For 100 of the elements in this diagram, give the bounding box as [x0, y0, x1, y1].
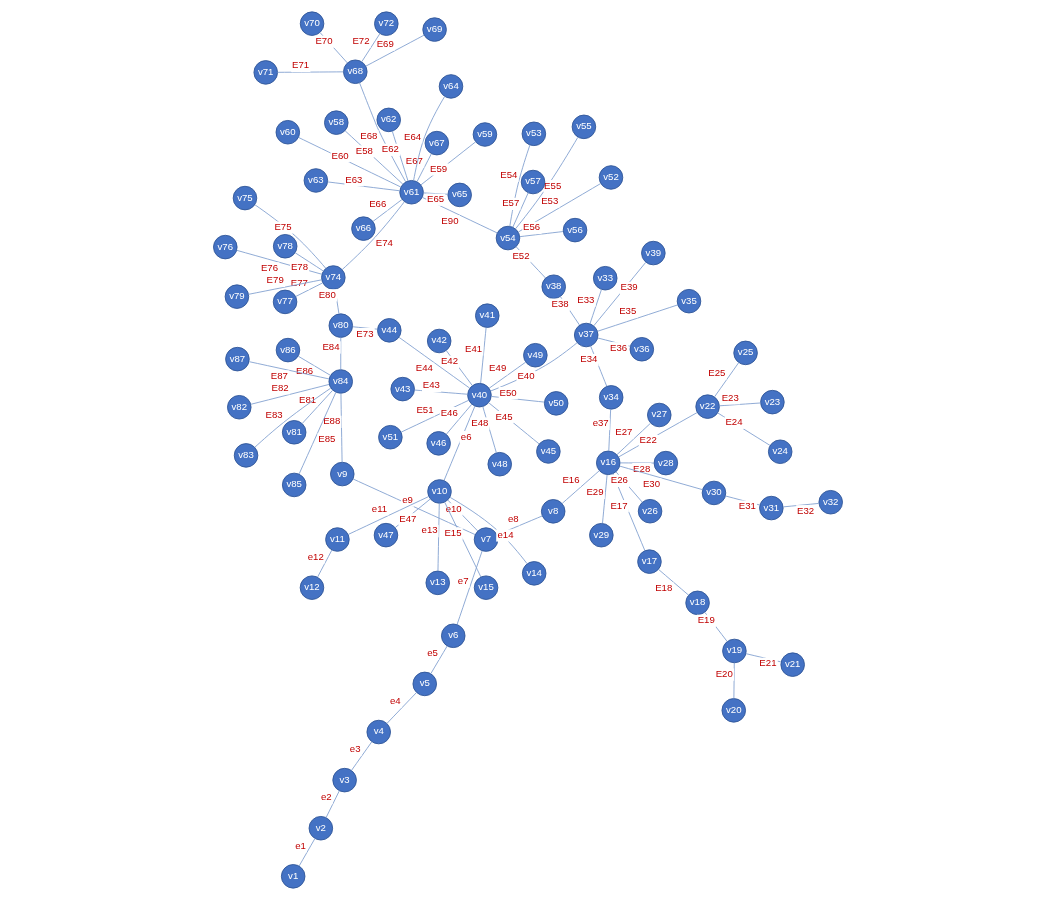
edge-label: E70 [315, 35, 333, 47]
edge-label: E84 [322, 340, 340, 352]
edge-label: E15 [444, 526, 462, 538]
edge-label: E59 [430, 162, 448, 174]
node-circle: v42 [426, 328, 452, 354]
edge-label: E47 [399, 512, 417, 524]
edge-label: e3 [349, 743, 361, 755]
edge-label: E50 [499, 386, 517, 398]
connector [515, 136, 579, 230]
node-circle: v26 [637, 499, 663, 524]
connector [351, 741, 373, 771]
node-circle: v44 [377, 318, 402, 343]
node-circle: v51 [378, 425, 403, 450]
edge-label: e14 [497, 528, 514, 540]
edge-label: E31 [738, 500, 756, 512]
node-circle: v81 [281, 420, 307, 445]
node-circle: v39 [641, 240, 666, 266]
node-circle: v59 [472, 122, 498, 147]
node-circle: v45 [536, 439, 561, 464]
node-circle: v87 [225, 346, 250, 372]
edge-label: E86 [296, 365, 314, 377]
connector [340, 393, 343, 463]
node-circle: v5 [412, 671, 437, 697]
node-circle: v65 [447, 182, 472, 208]
node-circle: v75 [232, 185, 258, 211]
connector [391, 130, 409, 182]
connector [340, 337, 342, 371]
edge-label: E53 [541, 195, 559, 207]
edge-label: E60 [331, 149, 349, 161]
node-circle: v11 [325, 527, 350, 552]
node-circle: v28 [653, 450, 679, 476]
connector [413, 96, 446, 181]
edge-label: E38 [551, 298, 569, 310]
edge-label: E20 [715, 668, 733, 680]
node-circle: v25 [733, 340, 758, 366]
edge-label: E55 [544, 179, 562, 191]
connector [519, 231, 564, 238]
node-circle: v72 [374, 11, 399, 36]
connector [619, 462, 655, 464]
connector [512, 192, 529, 228]
edge-label: e7 [457, 575, 469, 586]
edge-label: E85 [318, 432, 336, 444]
edge-label: E35 [619, 305, 637, 317]
node-circle: v7 [473, 527, 499, 552]
node-circle: v47 [373, 522, 399, 548]
node-circle: v22 [695, 394, 720, 419]
node-circle: v9 [330, 461, 355, 487]
edge-label: E57 [502, 197, 520, 209]
node-circle: v50 [543, 391, 569, 416]
edge-label: E78 [290, 261, 308, 273]
edge-label: E66 [369, 197, 387, 209]
node-circle: v34 [598, 385, 624, 410]
edge-label: e4 [389, 695, 401, 707]
node-circle: v60 [275, 120, 301, 145]
connector [480, 327, 487, 384]
connector [420, 141, 477, 186]
connector [372, 199, 403, 222]
edge-label: E74 [375, 236, 393, 248]
edge-label: E22 [639, 434, 657, 446]
connector [733, 662, 735, 699]
connector [719, 402, 762, 407]
edge-label: e10 [445, 502, 462, 514]
connector [341, 201, 405, 270]
node-circle: v64 [438, 74, 464, 99]
node-circle: v21 [780, 652, 805, 677]
node-circle: v77 [272, 289, 298, 315]
connector [254, 387, 332, 448]
edge-label: E65 [427, 193, 445, 205]
node-circle: v56 [562, 217, 588, 243]
node-circle: v8 [540, 499, 566, 524]
node-circle: v84 [328, 369, 353, 394]
edge-label: E77 [290, 277, 308, 289]
node-circle: v18 [685, 590, 710, 616]
edge-label: E30 [642, 477, 661, 489]
edge-label: E41 [465, 342, 483, 354]
node-circle: v37 [573, 322, 599, 348]
node-circle: v46 [426, 431, 451, 456]
connector [725, 495, 761, 506]
edge-label: e1 [295, 839, 306, 851]
edge-label: E73 [356, 327, 374, 339]
connector [597, 337, 631, 347]
connector [745, 653, 782, 663]
node-circle: v20 [721, 698, 746, 723]
connector [488, 402, 540, 445]
node-circle: v30 [701, 480, 727, 506]
edge-label: E69 [376, 37, 394, 49]
node-circle: v31 [759, 495, 784, 521]
edge-label: E17 [610, 499, 628, 511]
connector [295, 282, 324, 297]
node-circle: v55 [571, 114, 597, 140]
edge-label: E44 [415, 362, 433, 374]
edge-label: E90 [441, 214, 459, 226]
edge-label: E71 [292, 59, 310, 71]
edge-label: E40 [517, 370, 535, 382]
connector [254, 204, 327, 269]
connector [352, 326, 378, 330]
connector [658, 568, 689, 596]
node-circle: v16 [596, 450, 621, 476]
connector [430, 645, 448, 675]
node-circle: v80 [328, 313, 354, 338]
